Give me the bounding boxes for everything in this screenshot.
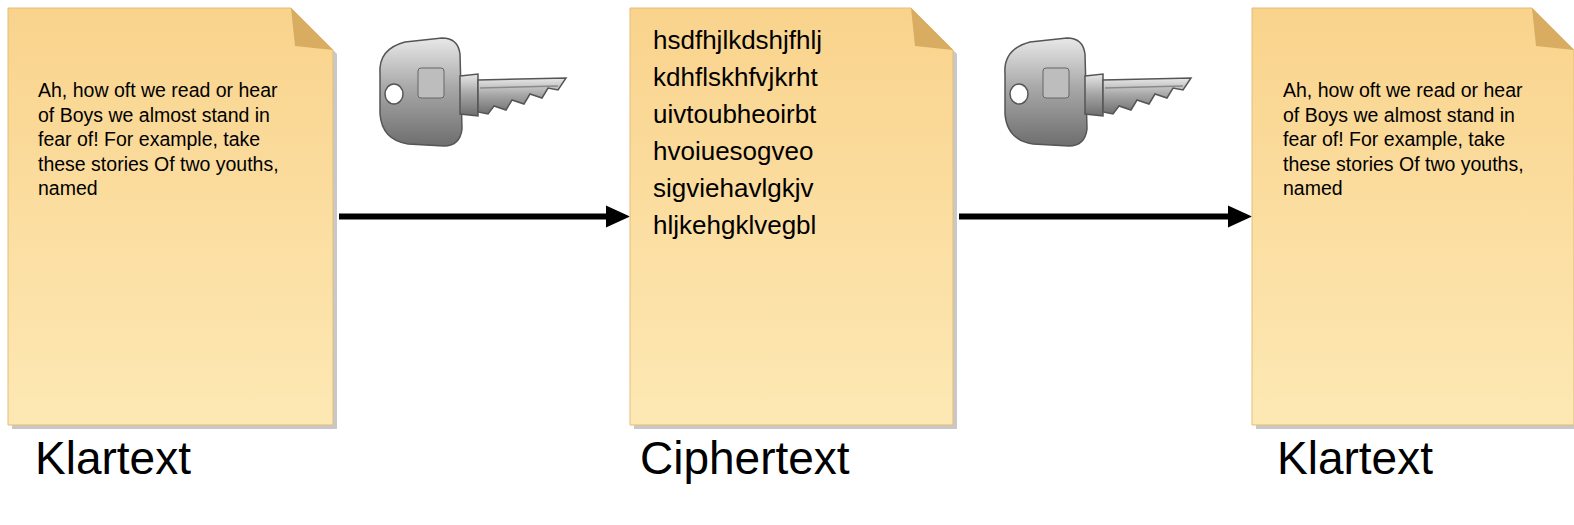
note-shape xyxy=(1252,8,1574,431)
note-box: hsdfhjlkdshjfhlj kdhflskhfvjkrht uivtoub… xyxy=(630,8,953,425)
flow-arrow xyxy=(339,206,630,228)
flow-arrow xyxy=(959,206,1252,228)
note-text: hsdfhjlkdshjfhlj kdhflskhfvjkrht uivtoub… xyxy=(653,22,939,244)
caption-label: Klartext xyxy=(1277,432,1433,484)
note-text: Ah, how oft we read or hear of Boys we a… xyxy=(38,78,295,201)
key-icon xyxy=(380,38,566,146)
caption-label: Klartext xyxy=(35,432,191,484)
note-box: Ah, how oft we read or hear of Boys we a… xyxy=(1252,8,1574,425)
caption-label: Ciphertext xyxy=(640,432,850,484)
note-text: Ah, how oft we read or hear of Boys we a… xyxy=(1283,78,1538,201)
note-shape xyxy=(8,8,339,431)
note-box: Ah, how oft we read or hear of Boys we a… xyxy=(8,8,333,425)
key-icon xyxy=(1005,38,1191,146)
